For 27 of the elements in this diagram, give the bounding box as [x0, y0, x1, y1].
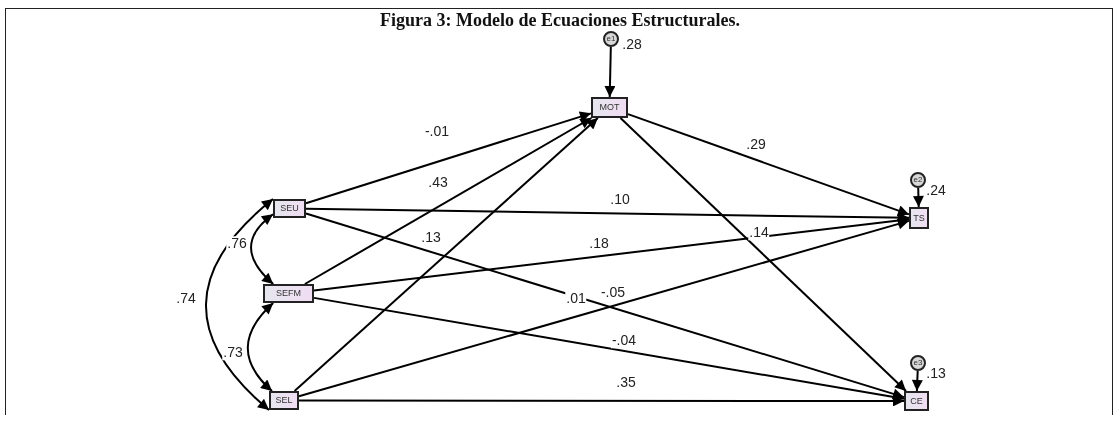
path-arrow: [313, 215, 910, 292]
covariance-arc: [205, 198, 274, 411]
variable-box: MOT: [591, 97, 628, 118]
path-arrow: [619, 117, 908, 392]
path-arrow: [912, 187, 924, 208]
edge-label: .73: [222, 345, 244, 361]
variable-box: SEFM: [263, 284, 314, 303]
path-arrow: [313, 296, 905, 403]
path-arrow: [305, 111, 592, 205]
variable-box: SEU: [273, 199, 306, 218]
edge-label: -.04: [610, 333, 638, 349]
path-arrow: [911, 370, 923, 392]
error-circle: e3: [910, 355, 926, 371]
error-circle: e2: [910, 172, 926, 188]
variable-box: CE: [904, 391, 929, 411]
path-arrow: [303, 117, 593, 285]
variable-box: SEL: [269, 391, 299, 410]
covariance-arc: [250, 213, 275, 285]
covariance-arc: [246, 302, 275, 392]
edge-label: .76: [226, 236, 248, 252]
path-arrow: [604, 46, 616, 98]
path-arrow: [627, 113, 910, 216]
figure-title: Figura 3: Modelo de Ecuaciones Estructurales.: [380, 10, 740, 30]
edge-label: .14: [748, 225, 770, 241]
variable-box: TS: [909, 207, 929, 229]
path-arrow: [293, 117, 599, 392]
error-circle: e1: [603, 31, 619, 47]
